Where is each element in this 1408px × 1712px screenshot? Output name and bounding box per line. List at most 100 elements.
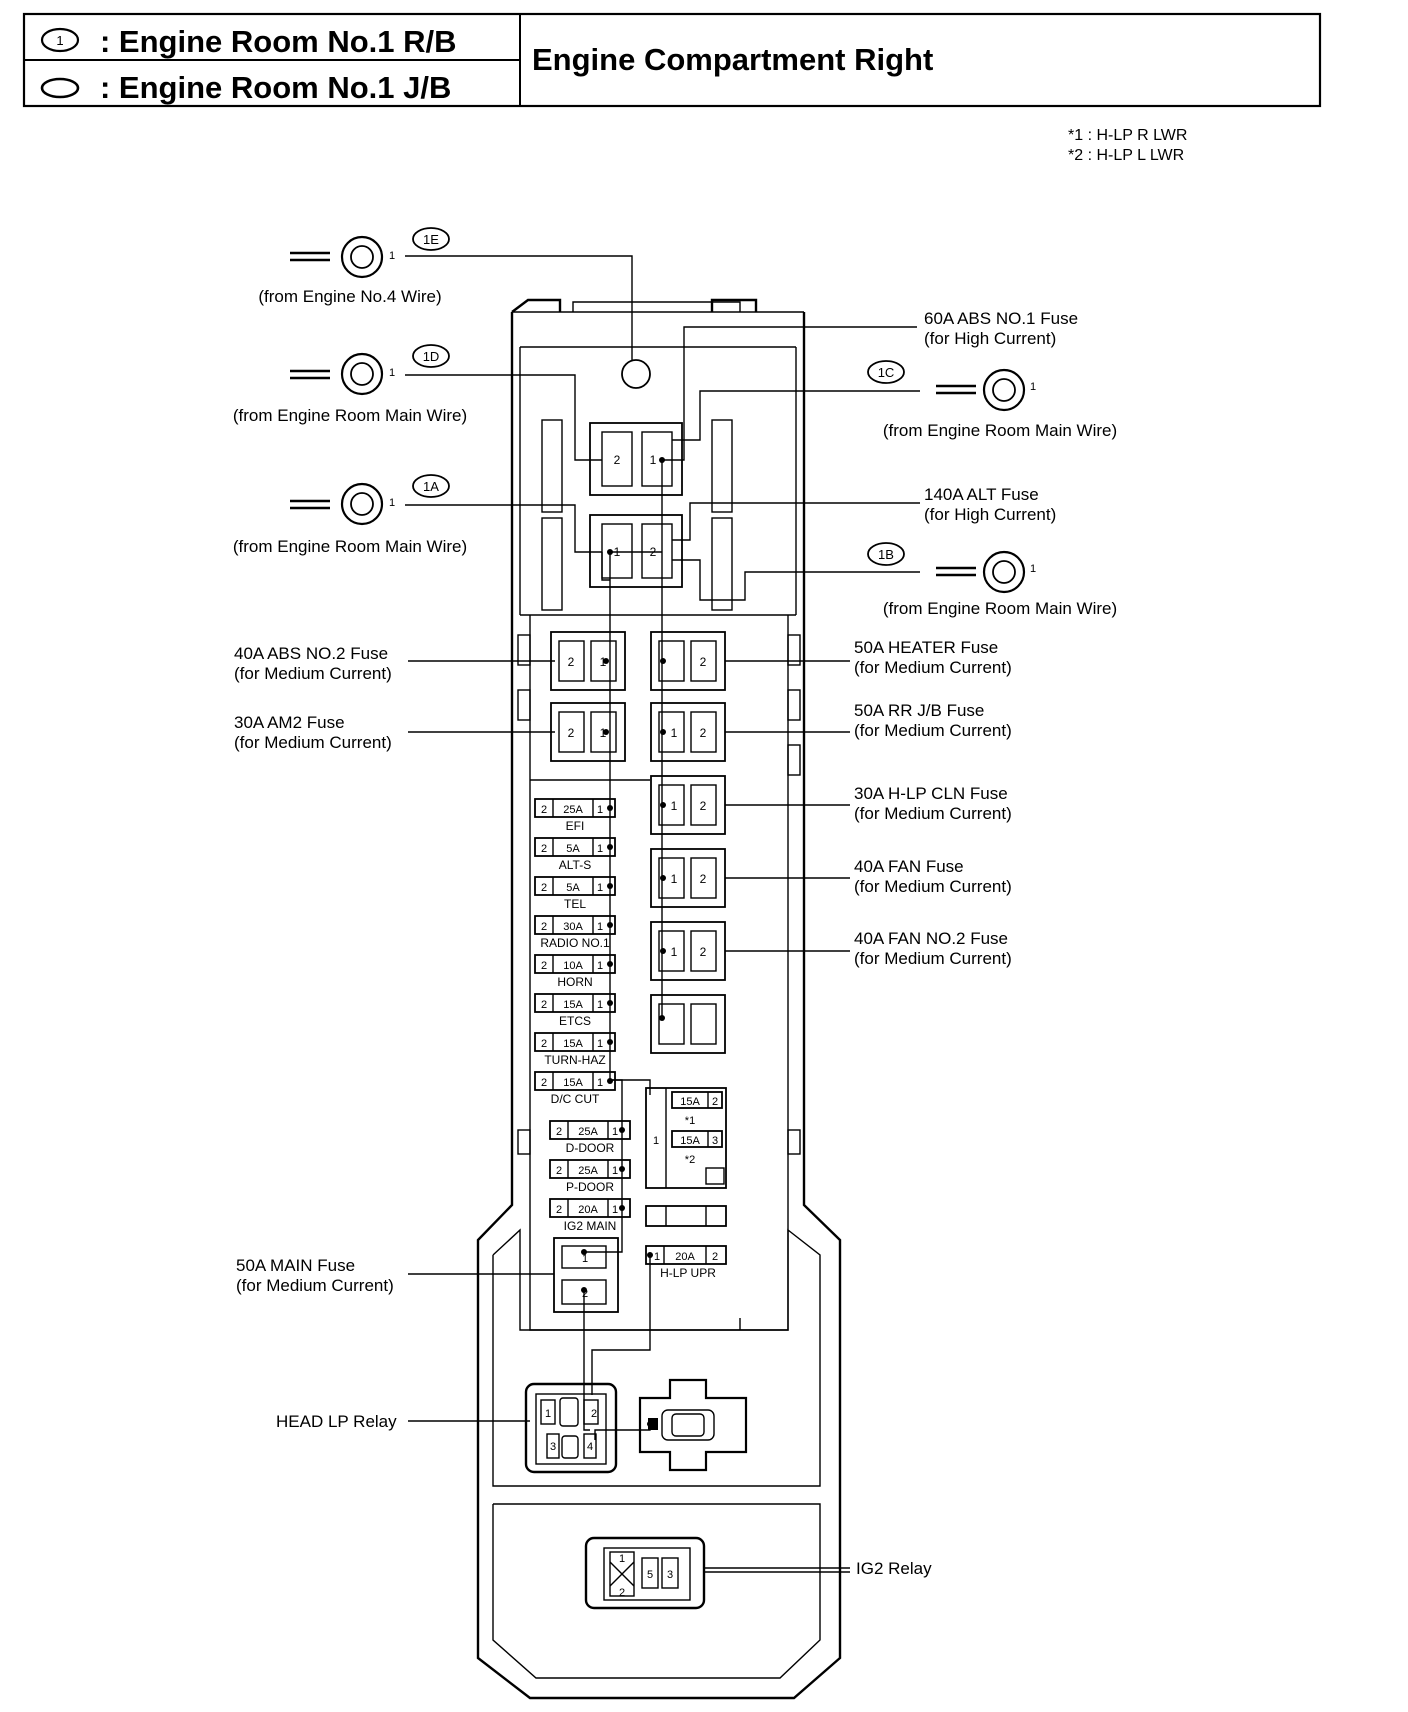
svg-text:2: 2 [541, 843, 547, 855]
svg-text:1: 1 [1030, 563, 1036, 575]
svg-text:2: 2 [712, 1251, 718, 1263]
svg-text:(for Medium Current): (for Medium Current) [854, 949, 1012, 968]
connector-code-badge [867, 360, 905, 384]
svg-text:1A: 1A [423, 479, 439, 494]
mini-fuse-tel[interactable]: 2 5A 1 TEL [534, 876, 616, 911]
svg-text:ALT-S: ALT-S [559, 858, 591, 872]
svg-text:25A: 25A [578, 1165, 598, 1177]
callout-ig2-relay: IG2 Relay [856, 1559, 932, 1578]
mini-fuse-efi[interactable]: 2 25A 1 EFI [534, 798, 616, 833]
svg-text:1: 1 [671, 726, 678, 740]
svg-text:2: 2 [541, 804, 547, 816]
mini-fuse-horn[interactable]: 2 10A 1 HORN [534, 954, 616, 989]
fuse-main[interactable]: 1 2 [553, 1237, 619, 1313]
svg-text:2: 2 [700, 872, 707, 886]
svg-text:1: 1 [653, 1135, 659, 1147]
svg-text:10A: 10A [563, 960, 583, 972]
mini-fuse-hlp-r-lwr[interactable]: 15A 2 *1 [671, 1091, 723, 1127]
svg-text:2: 2 [619, 1587, 625, 1599]
callout-fan-no2: 40A FAN NO.2 Fuse (for Medium Current) [854, 929, 1012, 968]
mini-fuse-d-door[interactable]: 2 25A 1 D-DOOR [549, 1120, 631, 1155]
svg-text:1: 1 [597, 921, 603, 933]
callout-alt: 140A ALT Fuse (for High Current) [924, 485, 1056, 524]
ig2-relay[interactable]: 1 2 5 3 [584, 1536, 706, 1610]
head-lp-relay[interactable]: 1 2 3 4 [524, 1382, 618, 1474]
right-mini-block: 1 15A 2 *1 15A 3 *2 1 20A 2 H-LP UPR [645, 1087, 727, 1280]
svg-text:2: 2 [712, 1096, 718, 1108]
mini-fuse-hlp-l-lwr[interactable]: 15A 3 *2 [671, 1130, 723, 1166]
svg-text:60A ABS NO.1 Fuse: 60A ABS NO.1 Fuse [924, 309, 1078, 328]
connector-code-badge [412, 474, 450, 498]
svg-text:50A HEATER Fuse: 50A HEATER Fuse [854, 638, 998, 657]
connector-1D[interactable]: 1 1D (from Engine Room Main Wire) [233, 344, 467, 425]
svg-text:3: 3 [712, 1135, 718, 1147]
svg-text:140A ALT Fuse: 140A ALT Fuse [924, 485, 1039, 504]
mini-fuse-ig2-main[interactable]: 2 20A 1 IG2 MAIN [549, 1198, 631, 1233]
svg-text:30A: 30A [563, 921, 583, 933]
callout-hlp-cln: 30A H-LP CLN Fuse (for Medium Current) [854, 784, 1012, 823]
svg-text:3: 3 [550, 1441, 556, 1453]
mini-fuses: 2 25A 1 EFI 2 5A 1 ALT-S 2 5A 1 TEL 2 30… [534, 798, 631, 1233]
svg-text:ETCS: ETCS [559, 1014, 591, 1028]
svg-text:1: 1 [1030, 381, 1036, 393]
svg-text:1: 1 [612, 1204, 618, 1216]
mini-fuse-hlp-upr[interactable]: 1 20A 2 H-LP UPR [645, 1245, 727, 1280]
svg-text:1C: 1C [878, 365, 895, 380]
connector-1C[interactable]: 1 1C (from Engine Room Main Wire) [867, 360, 1117, 440]
connector-1B[interactable]: 1 1B (from Engine Room Main Wire) [867, 542, 1117, 618]
svg-text:1: 1 [600, 655, 607, 669]
fuse-abs-no1[interactable]: 2 1 [589, 422, 683, 496]
mini-fuse-etcs[interactable]: 2 15A 1 ETCS [534, 993, 616, 1028]
svg-text:30A AM2 Fuse: 30A AM2 Fuse [234, 713, 345, 732]
callout-fan: 40A FAN Fuse (for Medium Current) [854, 857, 1012, 896]
svg-text:1: 1 [612, 1126, 618, 1138]
rb-label: : Engine Room No.1 R/B [100, 24, 457, 59]
callout-leaders [408, 660, 850, 1569]
svg-text:2: 2 [556, 1204, 562, 1216]
callout-am2: 30A AM2 Fuse (for Medium Current) [234, 713, 392, 752]
svg-text:(for Medium Current): (for Medium Current) [234, 664, 392, 683]
svg-text:1: 1 [597, 1077, 603, 1089]
rb-symbol-icon: 1 [40, 27, 80, 53]
svg-text:D/C CUT: D/C CUT [551, 1092, 600, 1106]
connector-code-badge [412, 227, 450, 251]
svg-text:50A MAIN Fuse: 50A MAIN Fuse [236, 1256, 355, 1275]
svg-text:1: 1 [597, 960, 603, 972]
svg-text:2: 2 [541, 1077, 547, 1089]
callout-heater: 50A HEATER Fuse (for Medium Current) [854, 638, 1012, 677]
svg-text:P-DOOR: P-DOOR [566, 1180, 614, 1194]
mini-fuse-turn-haz[interactable]: 2 15A 1 TURN-HAZ [534, 1032, 616, 1067]
svg-text:(from Engine No.4 Wire): (from Engine No.4 Wire) [258, 287, 441, 306]
mini-fuse-radio-no1[interactable]: 2 30A 1 RADIO NO.1 [534, 915, 616, 950]
svg-text:HORN: HORN [557, 975, 592, 989]
svg-text:2: 2 [556, 1165, 562, 1177]
mini-fuse-alt-s[interactable]: 2 5A 1 ALT-S [534, 837, 616, 872]
mini-fuse-p-door[interactable]: 2 25A 1 P-DOOR [549, 1159, 631, 1194]
connector-1A[interactable]: 1 1A (from Engine Room Main Wire) [233, 474, 467, 556]
svg-text:1: 1 [654, 1251, 660, 1263]
svg-text:2: 2 [541, 1038, 547, 1050]
svg-text:(from Engine Room Main Wire): (from Engine Room Main Wire) [883, 599, 1117, 618]
fuse-am2[interactable]: 2 1 [550, 702, 626, 762]
callout-main: 50A MAIN Fuse (for Medium Current) [236, 1256, 394, 1295]
svg-text:1: 1 [619, 1553, 625, 1565]
svg-text:2: 2 [700, 655, 707, 669]
fuse-box-outline [476, 298, 842, 1700]
svg-text:20A: 20A [675, 1251, 695, 1263]
svg-text:(for Medium Current): (for Medium Current) [854, 721, 1012, 740]
svg-text:25A: 25A [563, 804, 583, 816]
svg-text:1: 1 [600, 726, 607, 740]
svg-text:1: 1 [597, 882, 603, 894]
svg-text:TEL: TEL [564, 897, 586, 911]
connector-1E[interactable]: 1 1E (from Engine No.4 Wire) [258, 227, 450, 306]
fuse-alt[interactable]: 1 2 [589, 514, 683, 588]
svg-text:2: 2 [700, 799, 707, 813]
svg-text:15A: 15A [563, 1038, 583, 1050]
svg-text:15A: 15A [563, 999, 583, 1011]
svg-text:2: 2 [582, 1288, 588, 1300]
fuse-abs-no2[interactable]: 2 1 [550, 631, 626, 691]
svg-text:1: 1 [671, 799, 678, 813]
mini-fuse-dc-cut[interactable]: 2 15A 1 D/C CUT [534, 1071, 616, 1106]
svg-text:2: 2 [614, 453, 621, 467]
